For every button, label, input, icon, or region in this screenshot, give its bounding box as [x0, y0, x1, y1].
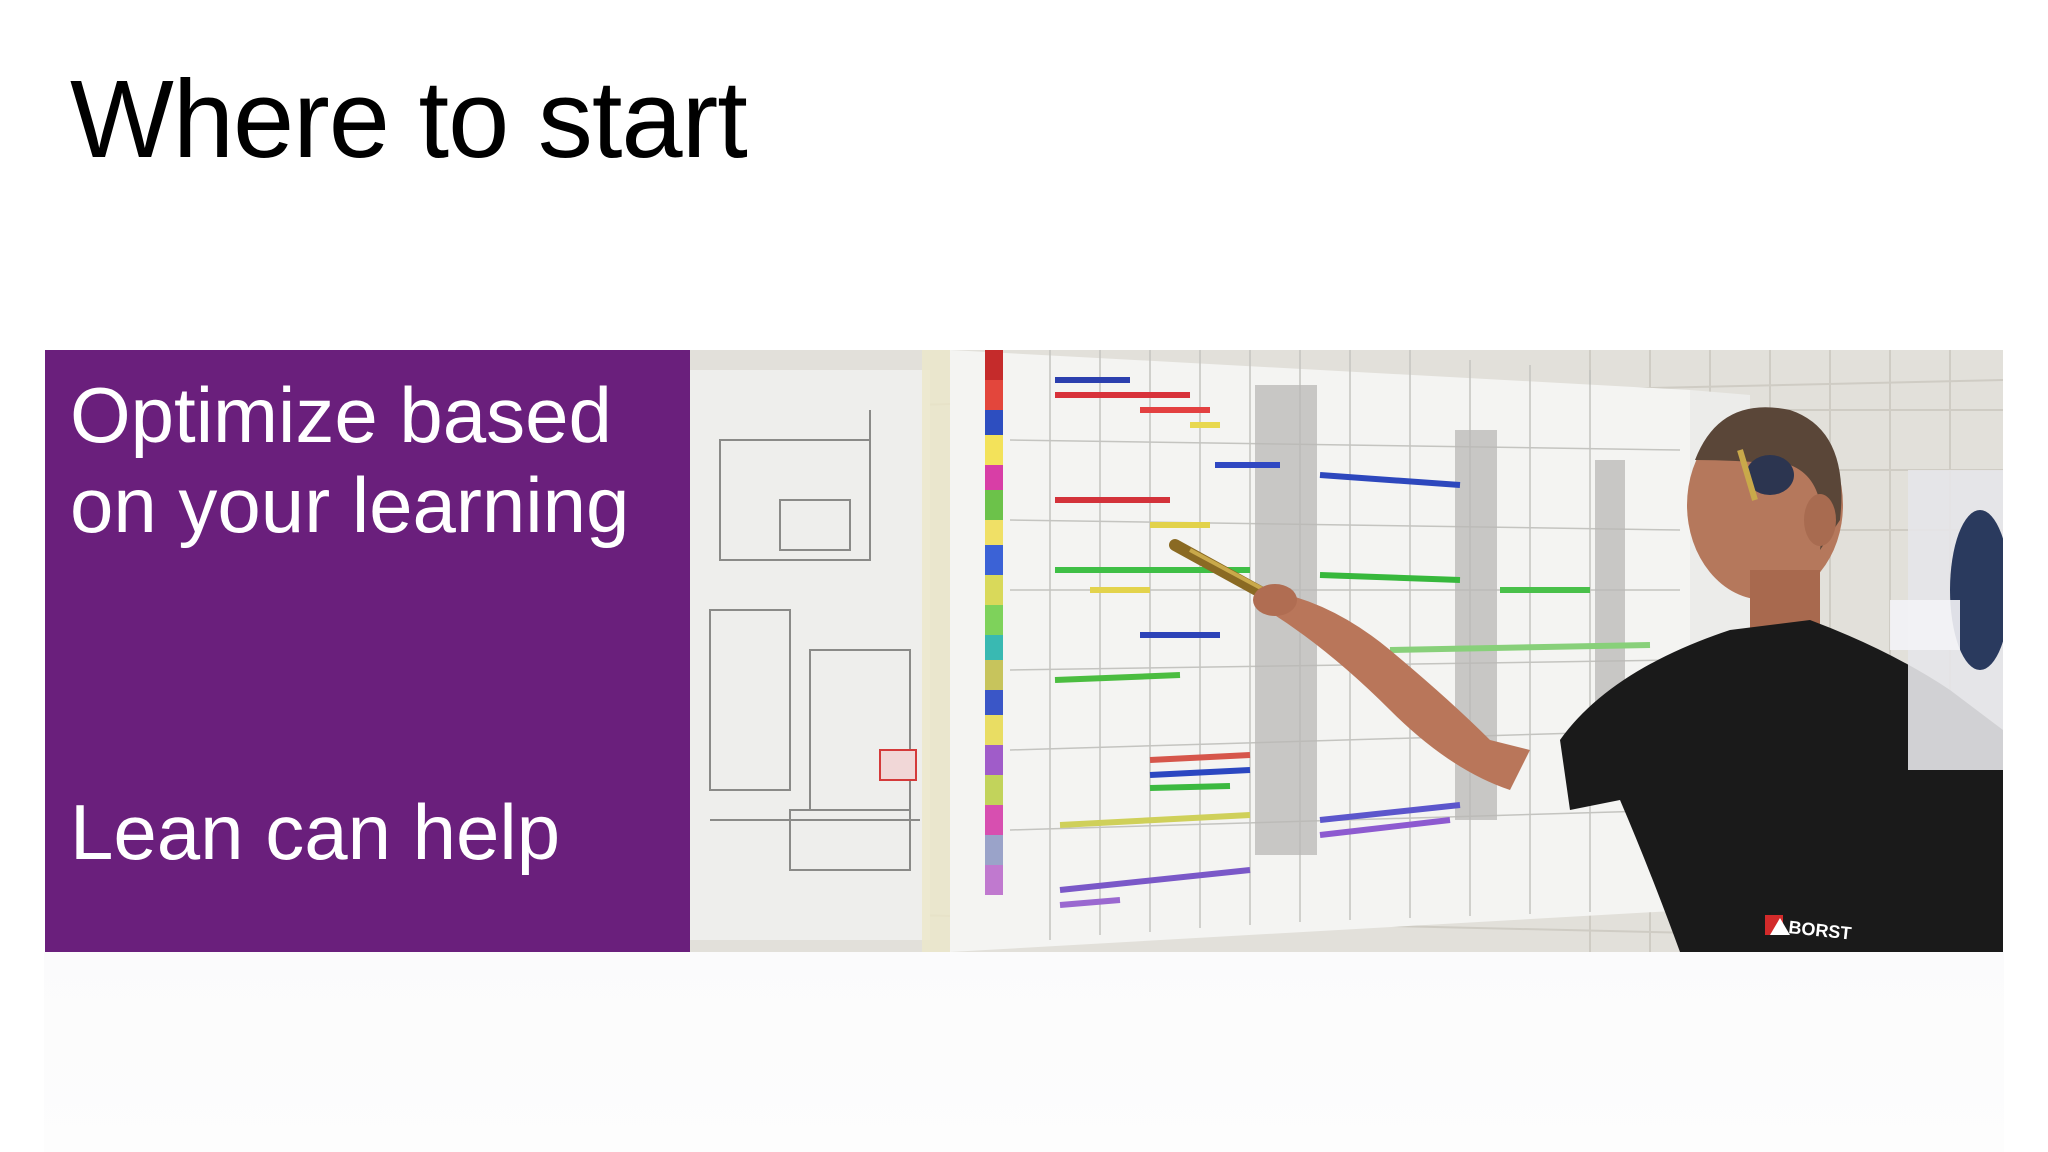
planning-board-photo: BORST: [690, 350, 2003, 952]
panel-main-text: Optimize based on your learning: [70, 371, 630, 549]
bottom-background-band: [44, 952, 2004, 1152]
panel-sub-text: Lean can help: [70, 788, 561, 876]
man-hair: [1695, 407, 1842, 550]
text-panel: Optimize based on your learning Lean can…: [45, 350, 690, 952]
floor-plan-sheet: [690, 370, 930, 940]
man-shirt: [1560, 620, 2003, 952]
color-legend-strip: [985, 350, 1003, 895]
hand: [1253, 584, 1297, 616]
pointer-highlight: [1189, 548, 1271, 595]
mascot-on-wall: [1737, 449, 1794, 501]
mascot-figure: [1950, 510, 2003, 670]
pointing-arm: [1265, 590, 1530, 790]
photo-illustration: BORST: [690, 350, 2003, 952]
man-ear: [1804, 494, 1836, 546]
slide-title: Where to start: [70, 58, 748, 181]
